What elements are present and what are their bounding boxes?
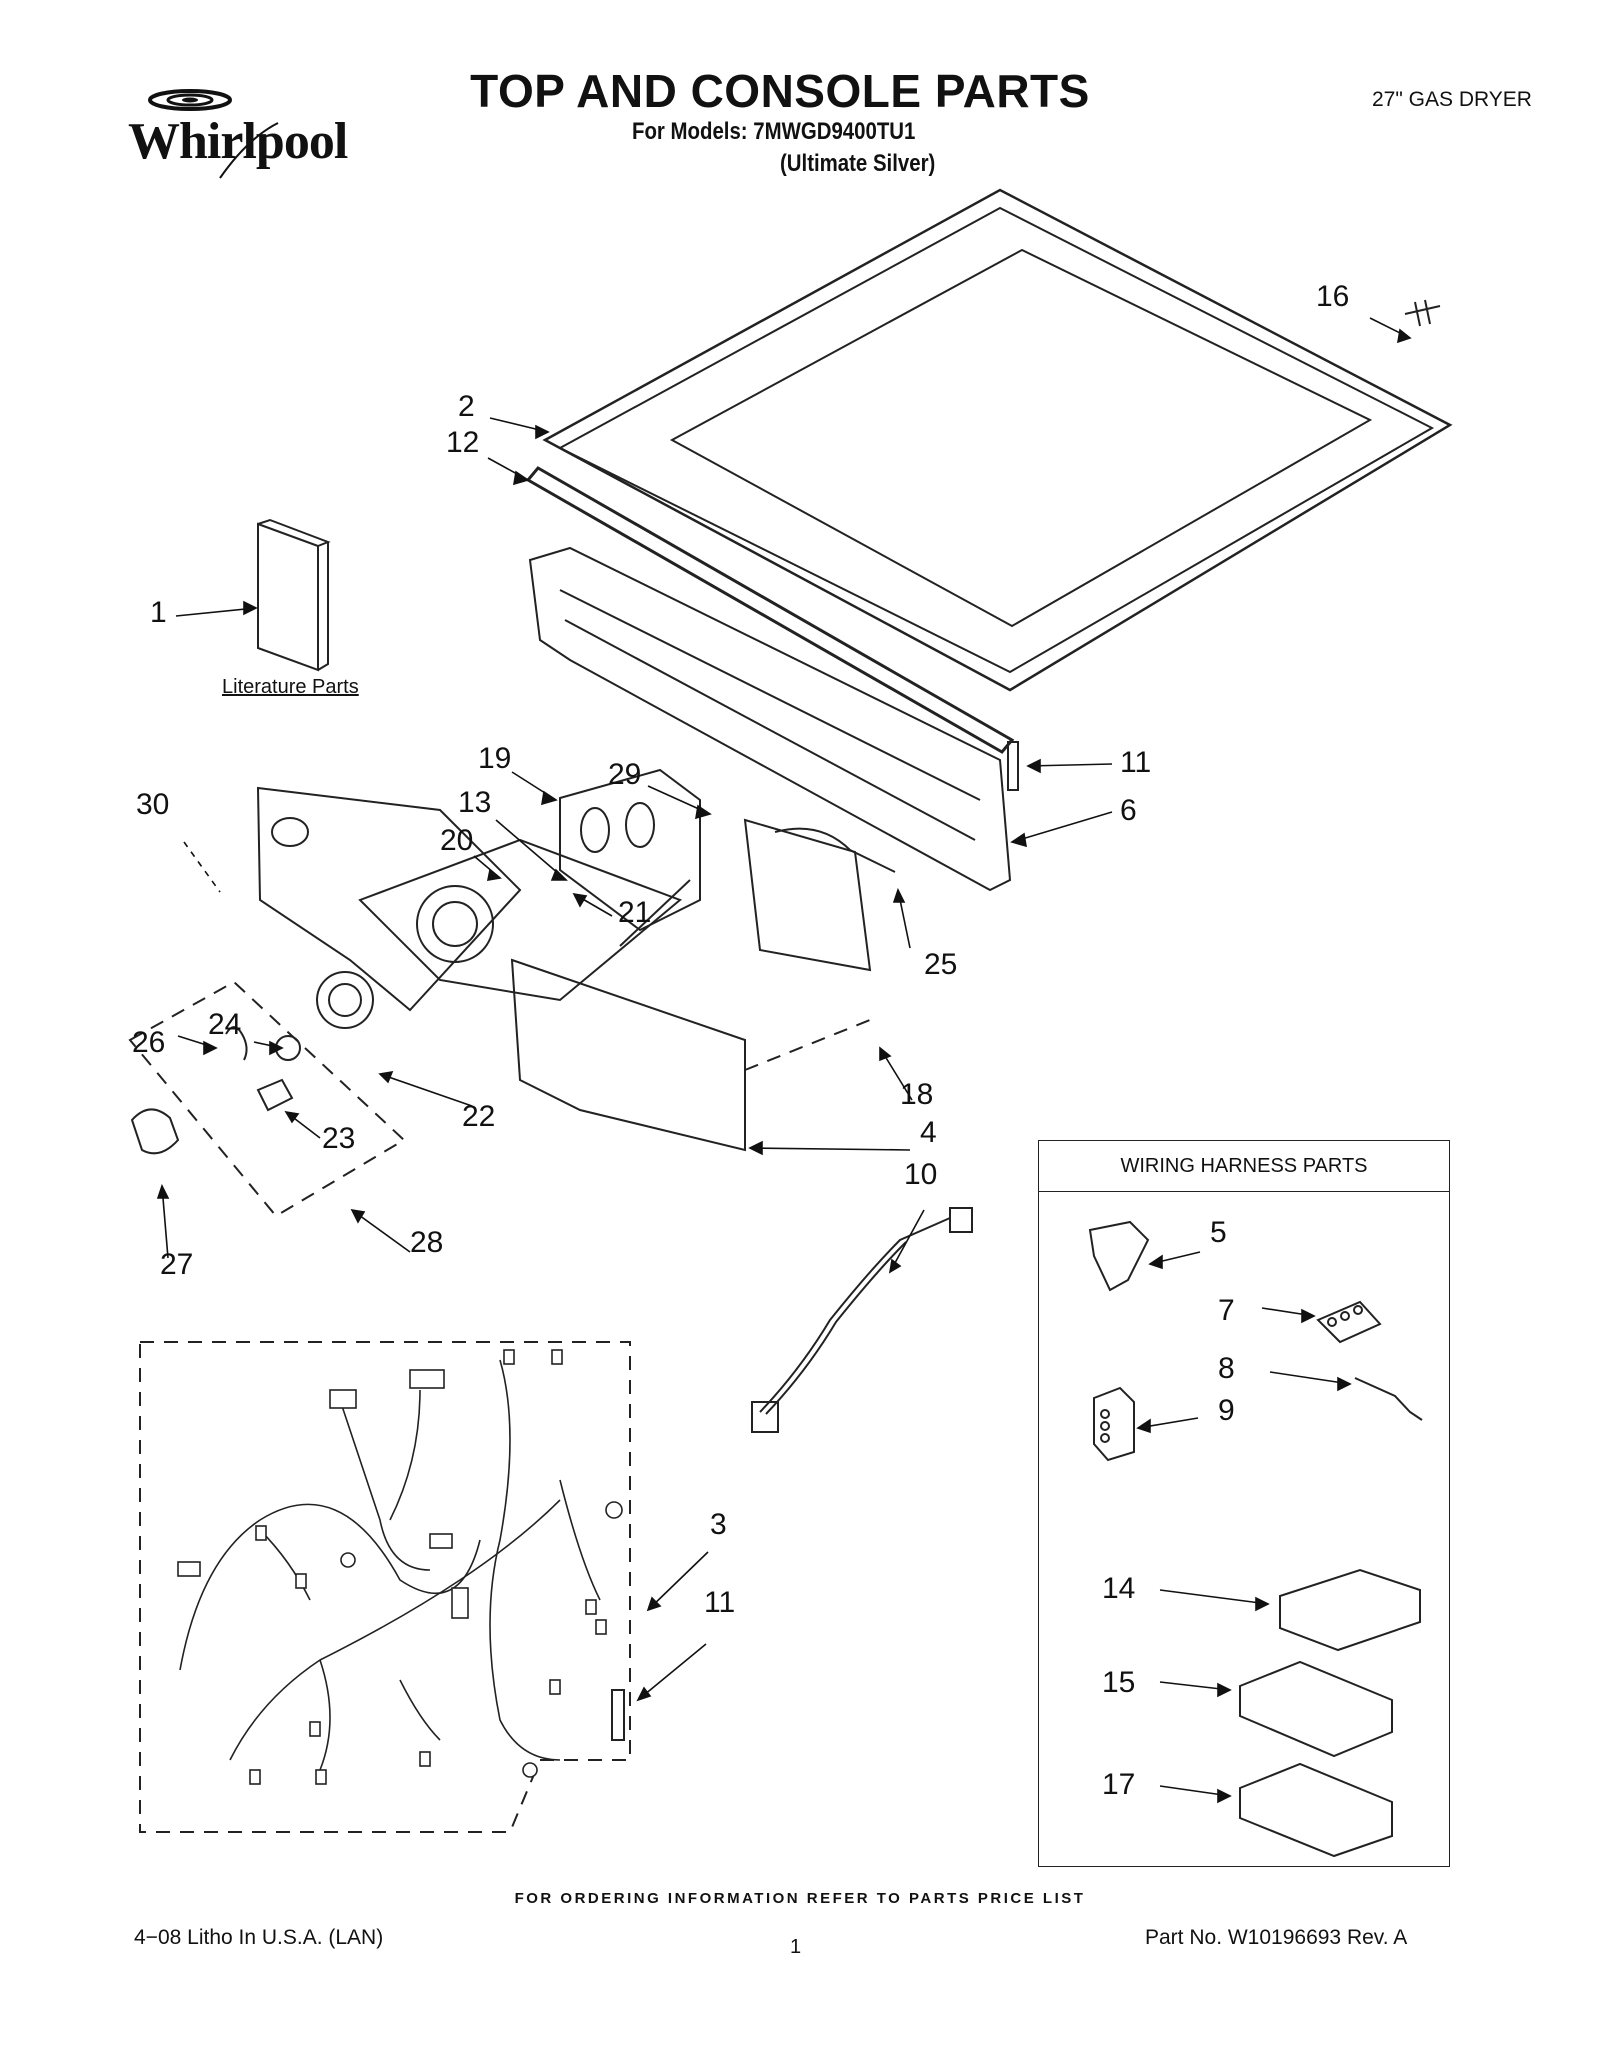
callout-6: 6: [1120, 794, 1137, 827]
callout-4: 4: [920, 1116, 937, 1149]
callout-15: 15: [1102, 1666, 1136, 1699]
front-seal-strip: [525, 466, 1015, 754]
product-type: 27" GAS DRYER: [1372, 88, 1532, 111]
wiring-harness-parts-box: WIRING HARNESS PARTS: [1038, 1140, 1450, 1867]
screw-11-top: [1007, 741, 1019, 791]
callout-17: 17: [1102, 1768, 1136, 1801]
screw-11-bottom: [611, 1689, 625, 1741]
callout-23: 23: [322, 1122, 356, 1155]
console-front-panel: [510, 958, 746, 1152]
screw-16: [1404, 299, 1441, 327]
block-14: [1279, 1568, 1421, 1652]
housing-15: [1239, 1660, 1393, 1758]
callout-7: 7: [1218, 1294, 1235, 1327]
callout-20: 20: [440, 824, 474, 857]
knob-27: [130, 1108, 180, 1155]
literature-parts-label: Literature Parts: [222, 676, 359, 698]
ordering-note: FOR ORDERING INFORMATION REFER TO PARTS …: [514, 1890, 1086, 1907]
callout-28: 28: [410, 1226, 444, 1259]
housing-7: [1316, 1300, 1382, 1344]
callout-5: 5: [1210, 1216, 1227, 1249]
callout-29: 29: [608, 758, 642, 791]
harness-connectors: [177, 1349, 623, 1785]
callout-8: 8: [1218, 1352, 1235, 1385]
callout-24: 24: [208, 1008, 242, 1041]
console-body: [358, 838, 682, 1002]
callout-11-top: 11: [1120, 746, 1152, 779]
control-board: [559, 768, 701, 932]
knob-assembly-group-28: [128, 980, 406, 1218]
main-harness-wires: [179, 1359, 601, 1771]
whirlpool-logo: Whirlpool: [128, 78, 378, 198]
callout-9: 9: [1218, 1394, 1235, 1427]
harness-connector: [774, 827, 896, 873]
knob-ring: [316, 971, 374, 1029]
spring-26: [225, 1026, 248, 1061]
leader-arrows: [156, 317, 1412, 1804]
literature-booklet: [257, 522, 319, 672]
harness-box-title: WIRING HARNESS PARTS: [1039, 1141, 1449, 1192]
clip-5: [1088, 1220, 1150, 1292]
wire-harness-10: [759, 1217, 951, 1413]
part-number: Part No. W10196693 Rev. A: [1145, 1926, 1408, 1949]
callout-30: 30: [136, 788, 170, 821]
callout-12: 12: [446, 426, 480, 459]
callout-3: 3: [710, 1508, 727, 1541]
connector-9: [1093, 1386, 1135, 1462]
brand-name: Whirlpool: [128, 113, 348, 170]
callout-25: 25: [924, 948, 958, 981]
console-frame: [528, 546, 1012, 892]
selector-hub: [416, 885, 494, 963]
callout-2: 2: [458, 390, 475, 423]
callout-26: 26: [132, 1026, 166, 1059]
electronic-control: [743, 818, 872, 972]
callout-27: 27: [160, 1248, 194, 1281]
callout-21: 21: [618, 896, 652, 929]
callout-1: 1: [150, 596, 167, 629]
dryer-top-panel: [542, 188, 1453, 692]
callout-11-bottom: 11: [704, 1586, 736, 1619]
console-housing: [256, 786, 522, 1012]
callout-22: 22: [462, 1100, 496, 1133]
hub-link-line: [619, 879, 691, 947]
whirlpool-swirl-icon: [148, 89, 279, 179]
callout-16: 16: [1316, 280, 1350, 313]
page-title: TOP AND CONSOLE PARTS: [470, 65, 1090, 117]
litho-info: 4−08 Litho In U.S.A. (LAN): [134, 1926, 384, 1949]
top-panel-recess: [669, 248, 1373, 628]
callout-18: 18: [900, 1078, 934, 1111]
callout-13: 13: [458, 786, 492, 819]
models-line: For Models: 7MWGD9400TU1: [632, 118, 916, 145]
housing-17: [1239, 1762, 1393, 1858]
switch-23: [256, 1078, 294, 1112]
callout-14: 14: [1102, 1572, 1136, 1605]
color-line: (Ultimate Silver): [780, 150, 936, 177]
harness-box-parts: [1088, 1220, 1423, 1858]
main-harness-group-3: [139, 1341, 631, 1833]
terminal-8: [1354, 1377, 1423, 1421]
board-link-dash: [744, 1019, 871, 1071]
callout-10: 10: [904, 1158, 938, 1191]
page-number: 1: [790, 1936, 802, 1958]
callout-19: 19: [478, 742, 512, 775]
